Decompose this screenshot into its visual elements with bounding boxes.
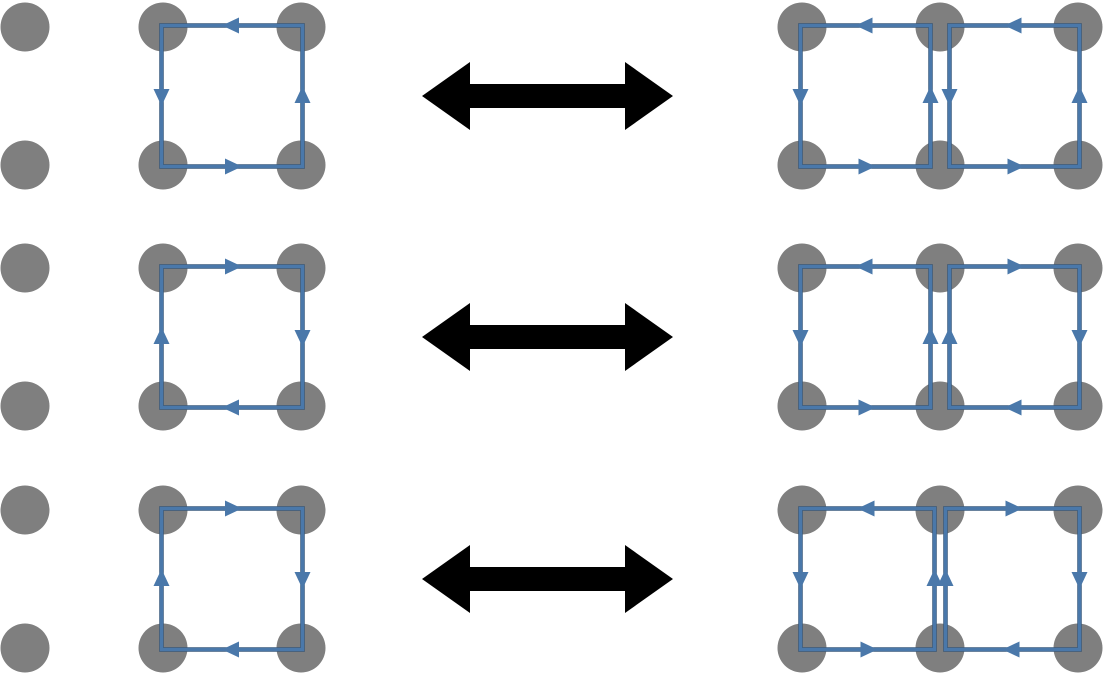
lattice-node [915, 140, 965, 190]
loop-edge [798, 23, 933, 169]
lattice-node [0, 140, 50, 190]
direction-arrow [1004, 399, 1022, 416]
right-loop-b [937, 500, 1088, 658]
direction-arrow [153, 89, 170, 106]
direction-arrow [792, 89, 809, 106]
left-loop [153, 17, 311, 175]
direction-arrow [941, 89, 958, 106]
direction-arrow [294, 330, 311, 347]
direction-arrow [792, 572, 809, 589]
loop-edge [159, 264, 305, 410]
direction-arrow [294, 86, 311, 103]
direction-arrow [792, 330, 809, 347]
loops-layer [153, 17, 1088, 658]
lattice-node [915, 485, 965, 535]
lattice-node [0, 243, 50, 293]
direction-arrow [941, 327, 958, 344]
direction-arrow [225, 500, 242, 517]
lattice-node [915, 243, 965, 293]
direction-arrow [222, 641, 239, 658]
lattice-node [0, 485, 50, 535]
loop-edge-shadow [798, 264, 933, 410]
loop-edge-shadow [159, 23, 305, 169]
loop-edge-shadow [798, 23, 933, 169]
direction-arrow [1005, 500, 1023, 517]
direction-arrow [1007, 258, 1025, 275]
right-loop-a [792, 17, 939, 175]
equivalence-double-arrow [422, 545, 673, 613]
equivalence-double-arrow [422, 303, 673, 371]
right-loop-a [792, 500, 943, 658]
lattice-node [915, 2, 965, 52]
equivalence-arrows-layer [422, 62, 673, 613]
direction-arrow [858, 399, 876, 416]
direction-arrow [860, 641, 878, 658]
lattice-node [0, 381, 50, 431]
direction-arrow [1004, 17, 1022, 34]
direction-arrow [225, 158, 242, 175]
lattice-node [915, 623, 965, 673]
direction-arrow [294, 572, 311, 589]
loop-edge [798, 506, 937, 652]
direction-arrow [153, 327, 170, 344]
direction-arrow [1007, 158, 1025, 175]
direction-arrow [937, 569, 954, 586]
direction-arrow [857, 500, 875, 517]
right-loop-a [792, 258, 939, 416]
lattice-node [0, 2, 50, 52]
direction-arrow [855, 258, 873, 275]
loop-edge-shadow [798, 506, 937, 652]
loop-edge-shadow [159, 264, 305, 410]
loop-edge [947, 264, 1082, 410]
lattice-node [0, 623, 50, 673]
loop-edge-shadow [947, 264, 1082, 410]
loop-edge-shadow [159, 506, 305, 652]
direction-arrow [1071, 330, 1088, 347]
loop-edge [159, 506, 305, 652]
direction-arrow [222, 17, 239, 34]
direction-arrow [922, 86, 939, 103]
direction-arrow [922, 327, 939, 344]
lattice-node [915, 381, 965, 431]
direction-arrow [858, 158, 876, 175]
loop-edge [947, 23, 1082, 169]
direction-arrow [222, 399, 239, 416]
loop-edge [798, 264, 933, 410]
direction-arrow [1002, 641, 1020, 658]
loop-edge-shadow [943, 506, 1082, 652]
right-loop-b [941, 258, 1088, 416]
direction-arrow [1071, 572, 1088, 589]
direction-arrow [926, 569, 943, 586]
right-loop-b [941, 17, 1088, 175]
loop-edge [159, 23, 305, 169]
left-loop [153, 500, 311, 658]
loop-edge-shadow [947, 23, 1082, 169]
direction-arrow [1071, 86, 1088, 103]
direction-arrow [153, 569, 170, 586]
direction-arrow [855, 17, 873, 34]
left-loop [153, 258, 311, 416]
loop-edge [943, 506, 1082, 652]
equivalence-double-arrow [422, 62, 673, 130]
direction-arrow [225, 258, 242, 275]
